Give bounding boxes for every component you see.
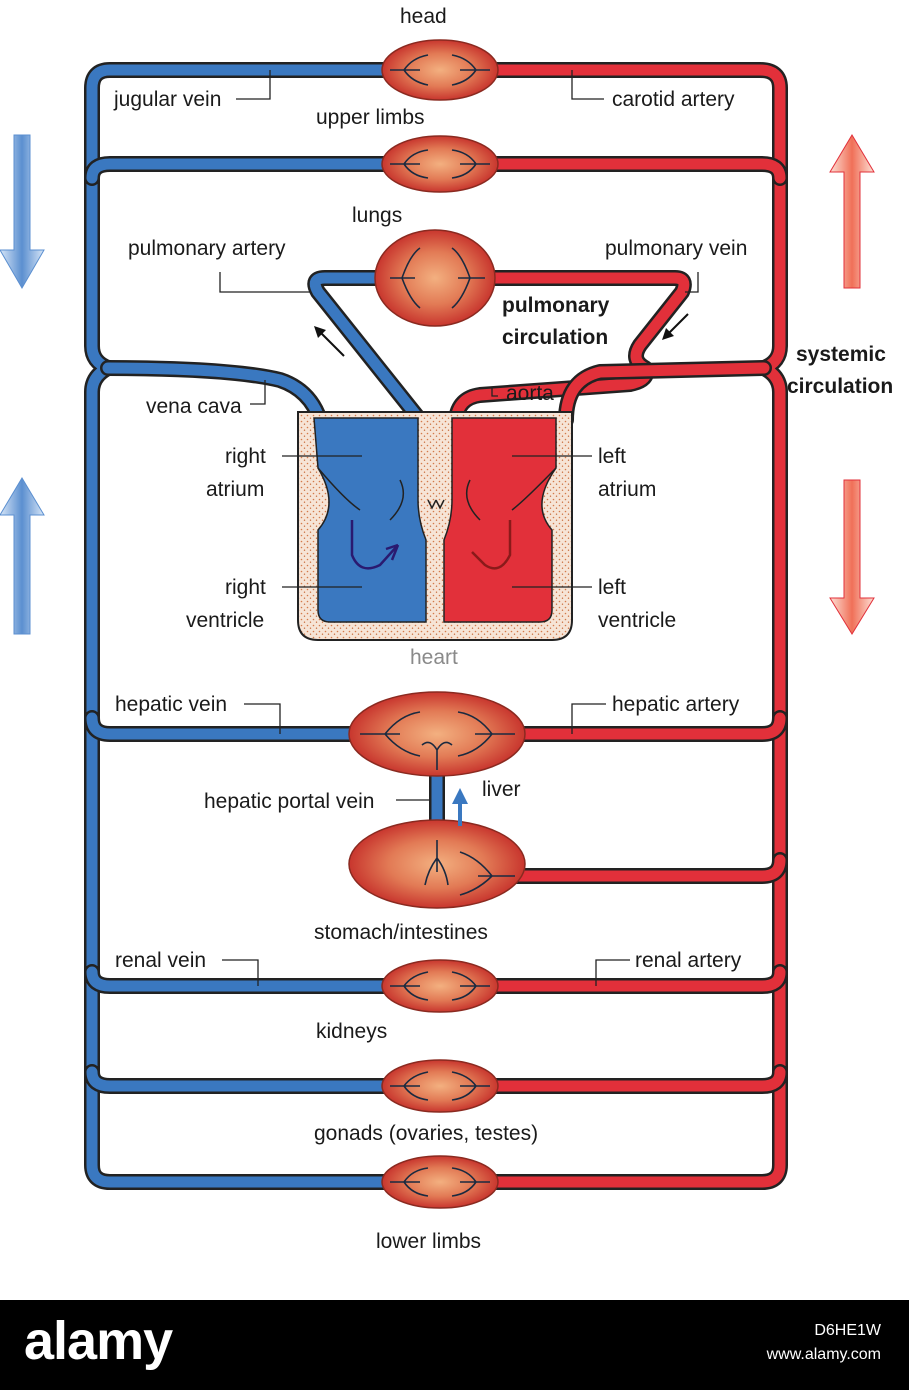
gonads-organ [381,1059,499,1113]
label-liver: liver [482,778,521,801]
circulatory-system-diagram: head jugular vein upper limbs carotid ar… [0,5,893,1253]
label-left-ventricle-1: left [598,576,626,599]
label-hepatic-vein: hepatic vein [115,693,227,716]
veins [84,62,445,1190]
label-right-ventricle-2: ventricle [186,609,264,632]
organs [348,39,526,1209]
label-renal-artery: renal artery [635,949,742,972]
label-heart: heart [410,646,458,669]
label-gonads: gonads (ovaries, testes) [314,1122,538,1145]
label-systemic-circulation-2: circulation [787,375,893,398]
label-hepatic-portal-vein: hepatic portal vein [204,790,374,813]
flow-arrows [0,134,875,826]
blue-arrow-up-icon [0,477,45,635]
lower-limbs-organ [381,1155,499,1209]
blue-arrow-down-icon [0,134,45,289]
kidneys-organ [381,959,499,1013]
label-left-ventricle-2: ventricle [598,609,676,632]
red-arrow-up-icon [829,134,875,289]
leader-lines [219,70,699,986]
label-pulmonary-vein: pulmonary vein [605,237,747,260]
upper-limbs-organ [381,135,499,193]
labels: head jugular vein upper limbs carotid ar… [113,5,893,1253]
label-carotid-artery: carotid artery [612,88,735,111]
label-right-ventricle-1: right [225,576,266,599]
label-vena-cava: vena cava [146,395,242,418]
label-jugular-vein: jugular vein [113,88,221,111]
label-left-atrium-2: atrium [598,478,656,501]
label-left-atrium-1: left [598,445,626,468]
label-aorta: aorta [506,382,554,405]
label-right-atrium-1: right [225,445,266,468]
label-pulmonary-circulation-1: pulmonary [502,294,610,317]
label-kidneys: kidneys [316,1020,387,1043]
label-head: head [400,5,447,28]
image-id: D6HE1W [814,1322,881,1339]
portal-arrow-icon [452,788,468,826]
label-systemic-circulation-1: systemic [796,343,886,366]
label-pulmonary-circulation-2: circulation [502,326,608,349]
pulmonary-artery-arrow-icon [314,326,345,357]
liver-organ [348,691,526,777]
label-pulmonary-artery: pulmonary artery [128,237,286,260]
watermark-footer: alamy D6HE1W www.alamy.com [0,1300,909,1390]
label-hepatic-artery: hepatic artery [612,693,740,716]
head-organ [381,39,499,101]
label-lungs: lungs [352,204,402,227]
site-url: www.alamy.com [766,1346,881,1363]
alamy-logo: alamy [24,1311,173,1371]
pulmonary-vein-arrow-icon [662,313,689,340]
label-stomach-intestines: stomach/intestines [314,921,488,944]
label-renal-vein: renal vein [115,949,206,972]
heart [297,411,573,641]
label-upper-limbs: upper limbs [316,106,425,129]
label-lower-limbs: lower limbs [376,1230,481,1253]
label-right-atrium-2: atrium [206,478,264,501]
red-arrow-down-icon [829,479,875,635]
lungs-organ [374,229,496,327]
